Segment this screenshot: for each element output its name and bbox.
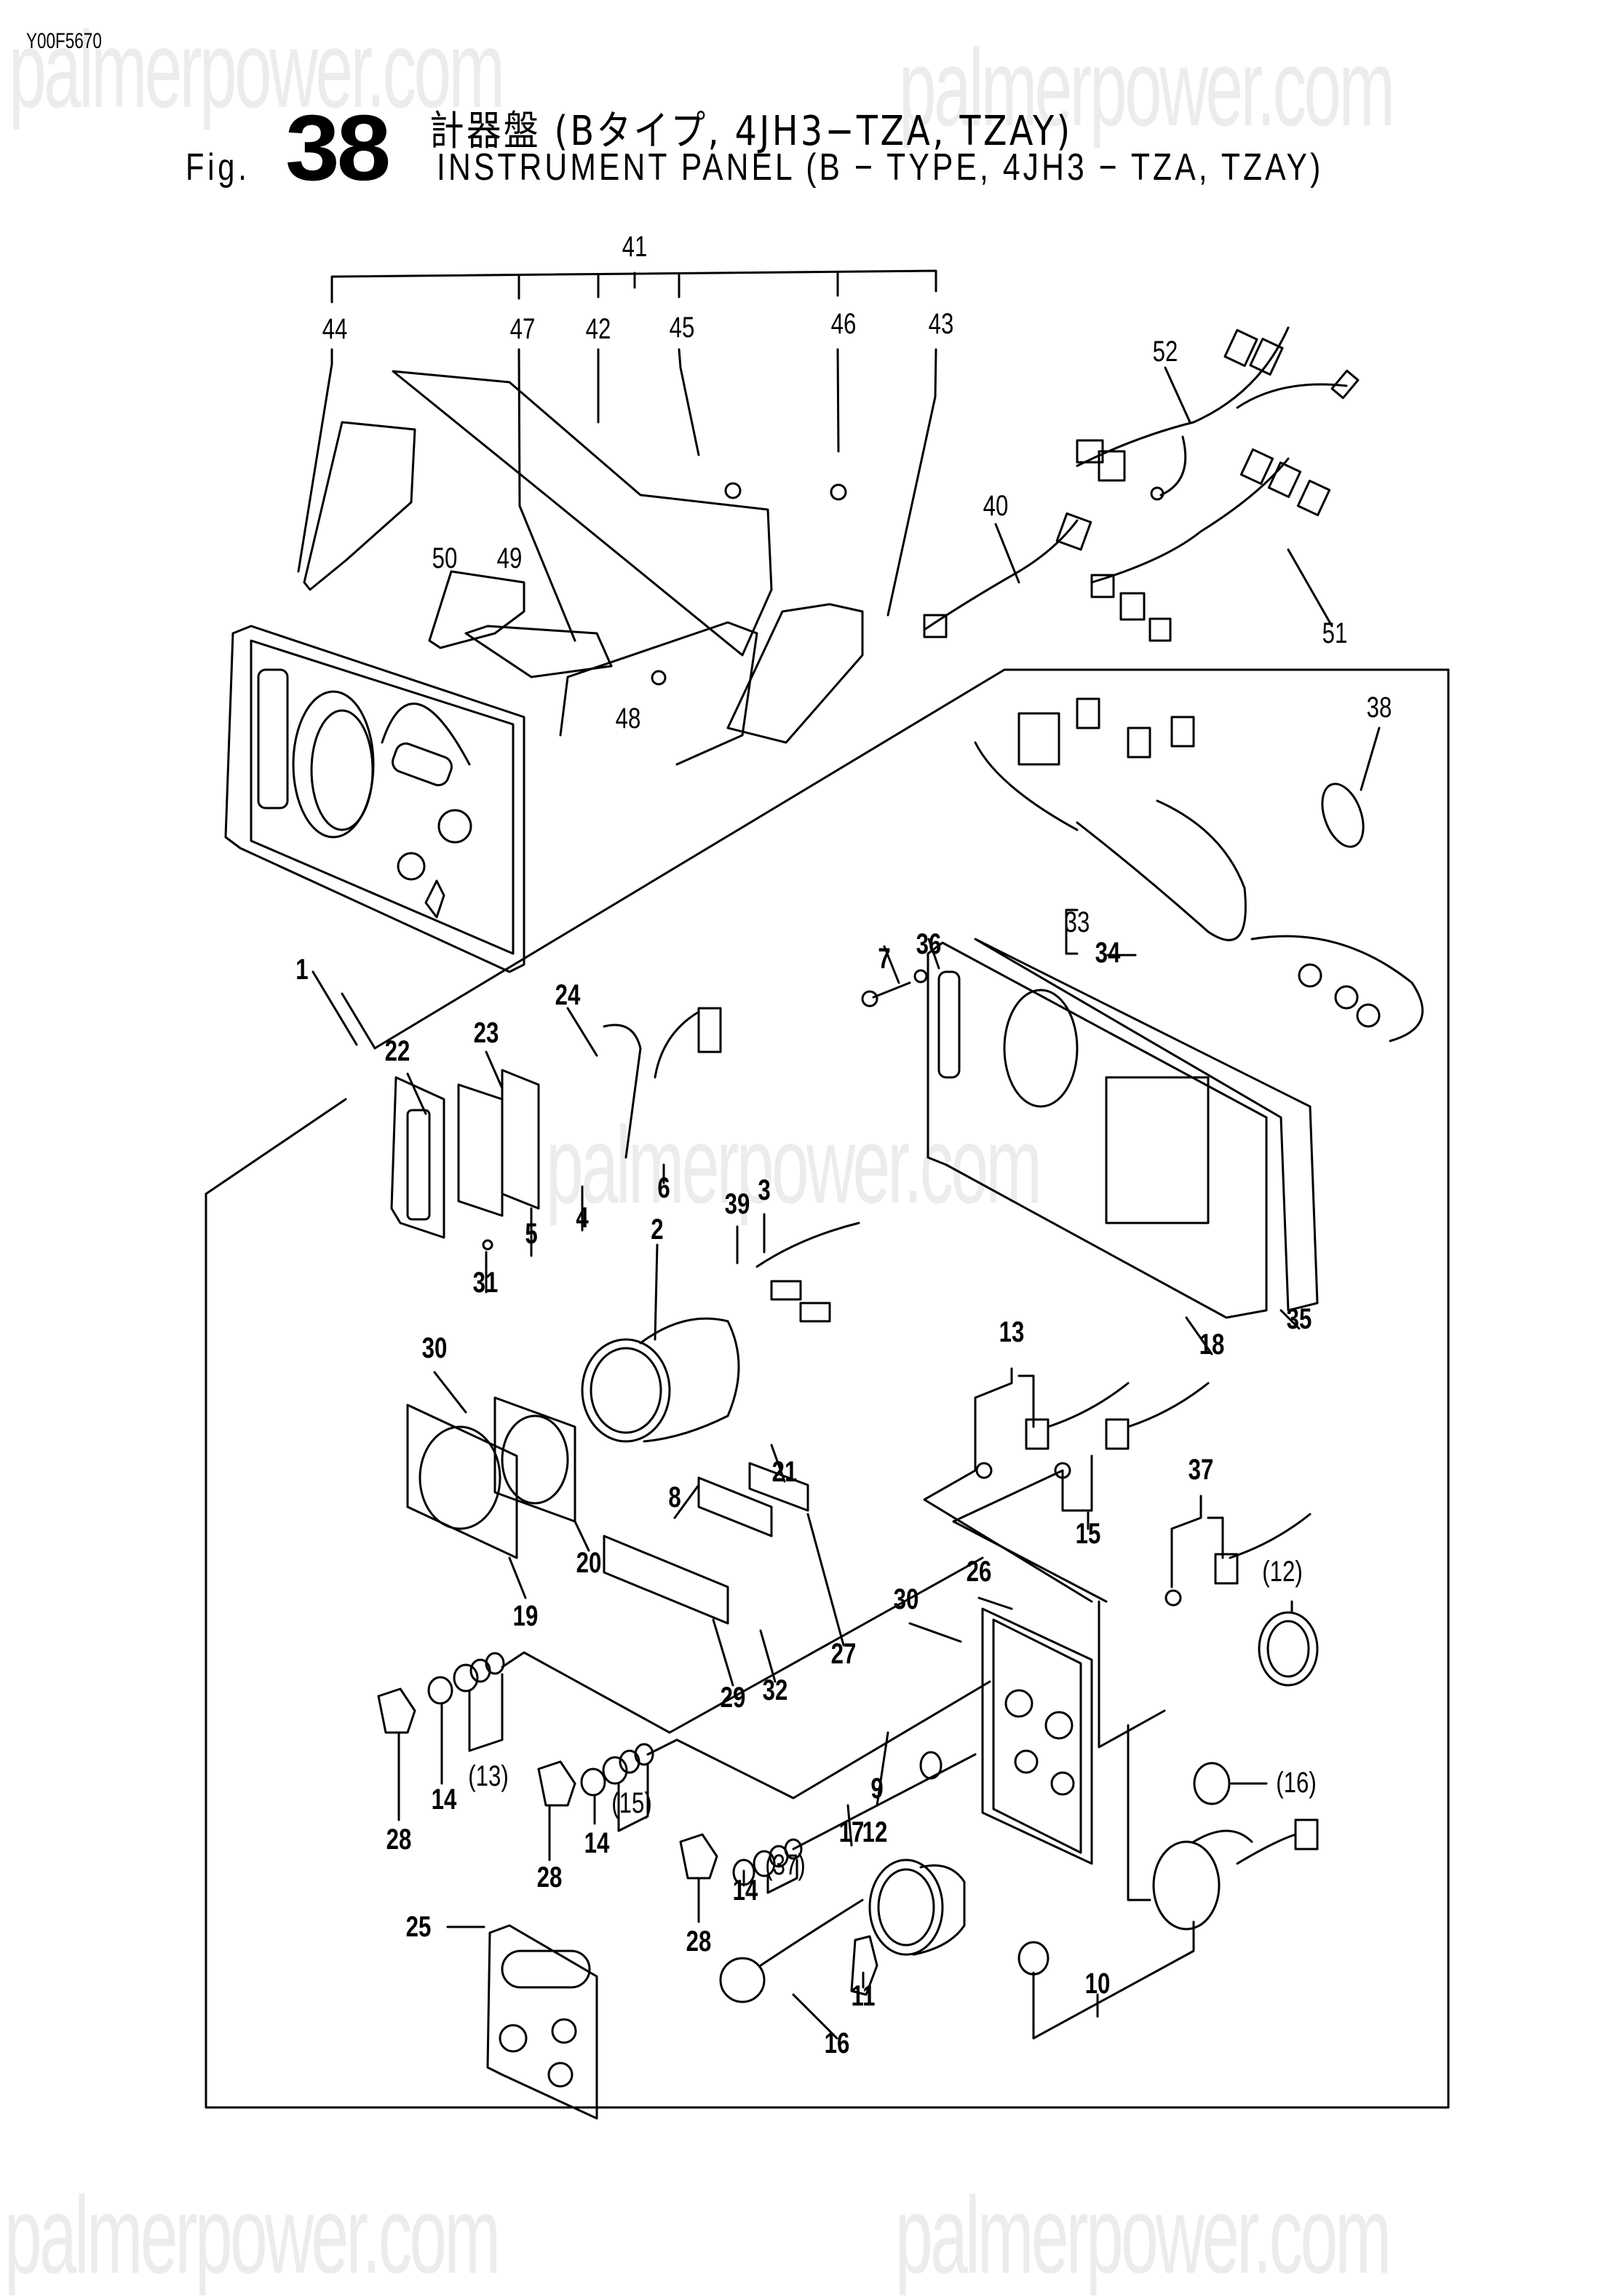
callout-14c: 14 bbox=[733, 1874, 758, 1907]
bracket-group-41 bbox=[330, 269, 937, 304]
switch-panel-26 bbox=[908, 1367, 1312, 1865]
indicator-lamp-assembly bbox=[390, 1007, 722, 1294]
document-id: Y00F5670 bbox=[26, 29, 102, 53]
callout-17: 17 bbox=[839, 1816, 865, 1848]
callout-44: 44 bbox=[322, 312, 348, 345]
title-english: INSTRUMENT PANEL (B − TYPE, 4JH3 − TZA, … bbox=[437, 146, 1324, 189]
callout-11: 11 bbox=[852, 1979, 876, 2012]
callout-23: 23 bbox=[474, 1016, 499, 1049]
callout-49: 49 bbox=[497, 542, 523, 574]
assembly-boundary bbox=[205, 668, 1450, 2109]
callout-16: 16 bbox=[825, 2027, 850, 2059]
callout-7: 7 bbox=[878, 942, 890, 975]
watermark: palmerpower.com bbox=[9, 8, 505, 130]
callout-26: 26 bbox=[967, 1555, 992, 1588]
lower-components bbox=[719, 1731, 966, 2040]
callout-20: 20 bbox=[576, 1546, 602, 1579]
wire-harness-40 bbox=[923, 512, 1092, 638]
watermark: palmerpower.com bbox=[899, 26, 1395, 149]
callout-40: 40 bbox=[983, 489, 1009, 522]
callout-36: 36 bbox=[916, 927, 942, 960]
callout-1: 1 bbox=[295, 953, 308, 986]
callout-30a: 30 bbox=[422, 1331, 448, 1364]
callout-8: 8 bbox=[668, 1481, 681, 1513]
callout-32: 32 bbox=[763, 1674, 788, 1706]
watermark: palmerpower.com bbox=[546, 1104, 1042, 1226]
callout-24: 24 bbox=[555, 978, 581, 1011]
callout-45: 45 bbox=[670, 311, 695, 344]
callout-34: 34 bbox=[1095, 936, 1121, 969]
callout-16p: (16) bbox=[1276, 1766, 1316, 1799]
callout-5: 5 bbox=[525, 1217, 537, 1250]
callout-27: 27 bbox=[831, 1637, 857, 1670]
callout-38: 38 bbox=[1367, 691, 1392, 724]
panel-cover-assembly bbox=[297, 348, 937, 766]
callout-30b: 30 bbox=[894, 1583, 919, 1615]
callout-41: 41 bbox=[622, 230, 648, 263]
hourmeter-10 bbox=[1017, 1600, 1319, 2040]
callout-29: 29 bbox=[721, 1681, 746, 1714]
callout-42: 42 bbox=[586, 312, 611, 345]
callout-37p: (37) bbox=[765, 1848, 805, 1881]
bolt-7 bbox=[861, 938, 940, 1008]
title-japanese: 計器盤 (Bタイプ, 4JH3−TZA, TZAY) bbox=[429, 108, 1073, 155]
decal-25 bbox=[446, 1924, 598, 2120]
callout-37: 37 bbox=[1189, 1453, 1214, 1486]
callout-9: 9 bbox=[870, 1772, 883, 1805]
callout-14a: 14 bbox=[432, 1783, 457, 1816]
callout-31: 31 bbox=[473, 1266, 499, 1299]
callout-35: 35 bbox=[1287, 1302, 1312, 1335]
callout-21: 21 bbox=[772, 1455, 798, 1488]
callout-28a: 28 bbox=[386, 1823, 412, 1856]
callout-15p: (15) bbox=[611, 1786, 651, 1819]
callout-19: 19 bbox=[513, 1599, 539, 1632]
callout-25: 25 bbox=[406, 1910, 432, 1943]
callout-15: 15 bbox=[1076, 1517, 1101, 1550]
label-plates bbox=[603, 1462, 845, 1687]
callout-28b: 28 bbox=[537, 1861, 563, 1893]
instrument-panel-assembly bbox=[224, 625, 525, 973]
callout-47: 47 bbox=[510, 312, 536, 345]
wire-harness-52 bbox=[1076, 326, 1360, 501]
callout-12: 12 bbox=[862, 1816, 888, 1848]
callout-43: 43 bbox=[929, 307, 954, 340]
back-plate-18 bbox=[927, 938, 1319, 1355]
callout-10: 10 bbox=[1085, 1967, 1111, 2000]
callout-28c: 28 bbox=[686, 1925, 712, 1957]
figure-prefix: Fig. bbox=[186, 146, 250, 189]
callout-6: 6 bbox=[657, 1171, 670, 1204]
wire-harness-51 bbox=[1090, 448, 1333, 642]
callout-3: 3 bbox=[758, 1173, 770, 1206]
knob-washer-sets bbox=[377, 1556, 991, 1923]
callout-48: 48 bbox=[616, 702, 641, 735]
callout-52: 52 bbox=[1153, 335, 1178, 368]
callout-39: 39 bbox=[725, 1187, 750, 1220]
figure-number: 38 bbox=[285, 96, 391, 200]
callout-2: 2 bbox=[651, 1213, 663, 1246]
callout-13p: (13) bbox=[468, 1759, 508, 1792]
callout-4: 4 bbox=[576, 1201, 588, 1234]
callout-12p: (12) bbox=[1262, 1555, 1302, 1588]
callout-50: 50 bbox=[432, 542, 458, 574]
callout-46: 46 bbox=[831, 307, 857, 340]
callout-13: 13 bbox=[999, 1315, 1025, 1348]
callout-33: 33 bbox=[1065, 906, 1090, 938]
main-harness-33 bbox=[974, 697, 1424, 1042]
callout-22: 22 bbox=[385, 1034, 410, 1067]
callout-14b: 14 bbox=[584, 1826, 610, 1859]
callout-18: 18 bbox=[1199, 1328, 1225, 1361]
callout-51: 51 bbox=[1322, 617, 1348, 649]
